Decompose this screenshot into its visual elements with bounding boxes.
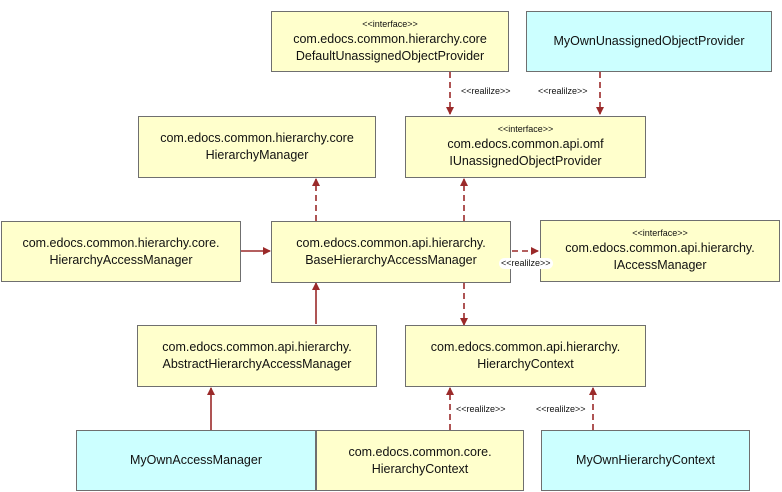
- stereotype-label: <<interface>>: [632, 228, 688, 238]
- class-name: MyOwnAccessManager: [130, 453, 262, 467]
- class-base-hierarchy-access-manager: com.edocs.common.api.hierarchy. BaseHier…: [271, 221, 511, 283]
- class-name: HierarchyManager: [205, 148, 309, 162]
- class-name: HierarchyContext: [371, 461, 469, 476]
- class-name: IAccessManager: [613, 258, 707, 272]
- class-name: AbstractHierarchyAccessManager: [162, 357, 352, 371]
- class-my-own-hierarchy-context: MyOwnHierarchyContext: [541, 430, 750, 491]
- package-name: com.edocs.common.api.hierarchy.: [565, 241, 755, 255]
- interface-iunassigned-object-provider: <<interface>> com.edocs.common.api.omf I…: [405, 116, 646, 178]
- realize-label-iaccess-manager: <<realilze>>: [499, 258, 553, 269]
- package-name: com.edocs.common.api.hierarchy.: [162, 340, 352, 354]
- package-name: com.edocs.common.hierarchy.core.: [22, 235, 220, 250]
- realize-label-core-context: <<realilze>>: [454, 404, 508, 415]
- stereotype-label: <<interface>>: [497, 124, 554, 134]
- package-name: com.edocs.common.hierarchy.core: [160, 131, 354, 145]
- class-name: HierarchyAccessManager: [49, 252, 193, 267]
- class-name: HierarchyContext: [477, 357, 574, 371]
- realize-label-default-provider: <<realilze>>: [459, 86, 513, 97]
- realize-label-myown-context: <<realilze>>: [534, 404, 588, 415]
- package-name: com.edocs.common.hierarchy.core: [293, 31, 487, 46]
- package-name: com.edocs.common.api.hierarchy.: [430, 340, 621, 354]
- class-my-own-access-manager: MyOwnAccessManager: [76, 430, 316, 491]
- class-hierarchy-manager: com.edocs.common.hierarchy.core Hierarch…: [138, 116, 376, 178]
- class-name: MyOwnUnassignedObjectProvider: [553, 34, 745, 48]
- package-name: com.edocs.common.core.: [348, 444, 492, 459]
- package-name: com.edocs.common.api.omf: [447, 137, 604, 151]
- class-abstract-hierarchy-access-manager: com.edocs.common.api.hierarchy. Abstract…: [137, 325, 377, 387]
- package-name: com.edocs.common.api.hierarchy.: [296, 236, 486, 250]
- class-hierarchy-access-manager: com.edocs.common.hierarchy.core. Hierarc…: [1, 221, 241, 282]
- interface-hierarchy-context: com.edocs.common.api.hierarchy. Hierarch…: [405, 325, 646, 387]
- class-name: MyOwnHierarchyContext: [576, 453, 715, 467]
- class-name: IUnassignedObjectProvider: [449, 154, 602, 168]
- interface-iaccess-manager: <<interface>> com.edocs.common.api.hiera…: [540, 220, 780, 282]
- stereotype-label: <<interface>>: [362, 18, 418, 29]
- class-my-own-unassigned-object-provider: MyOwnUnassignedObjectProvider: [526, 11, 772, 72]
- class-name: BaseHierarchyAccessManager: [305, 253, 477, 267]
- class-name: DefaultUnassignedObjectProvider: [295, 48, 485, 63]
- class-default-unassigned-object-provider: <<interface>> com.edocs.common.hierarchy…: [271, 11, 509, 72]
- realize-label-myown-provider: <<realilze>>: [536, 86, 590, 97]
- class-core-hierarchy-context: com.edocs.common.core. HierarchyContext: [316, 430, 524, 491]
